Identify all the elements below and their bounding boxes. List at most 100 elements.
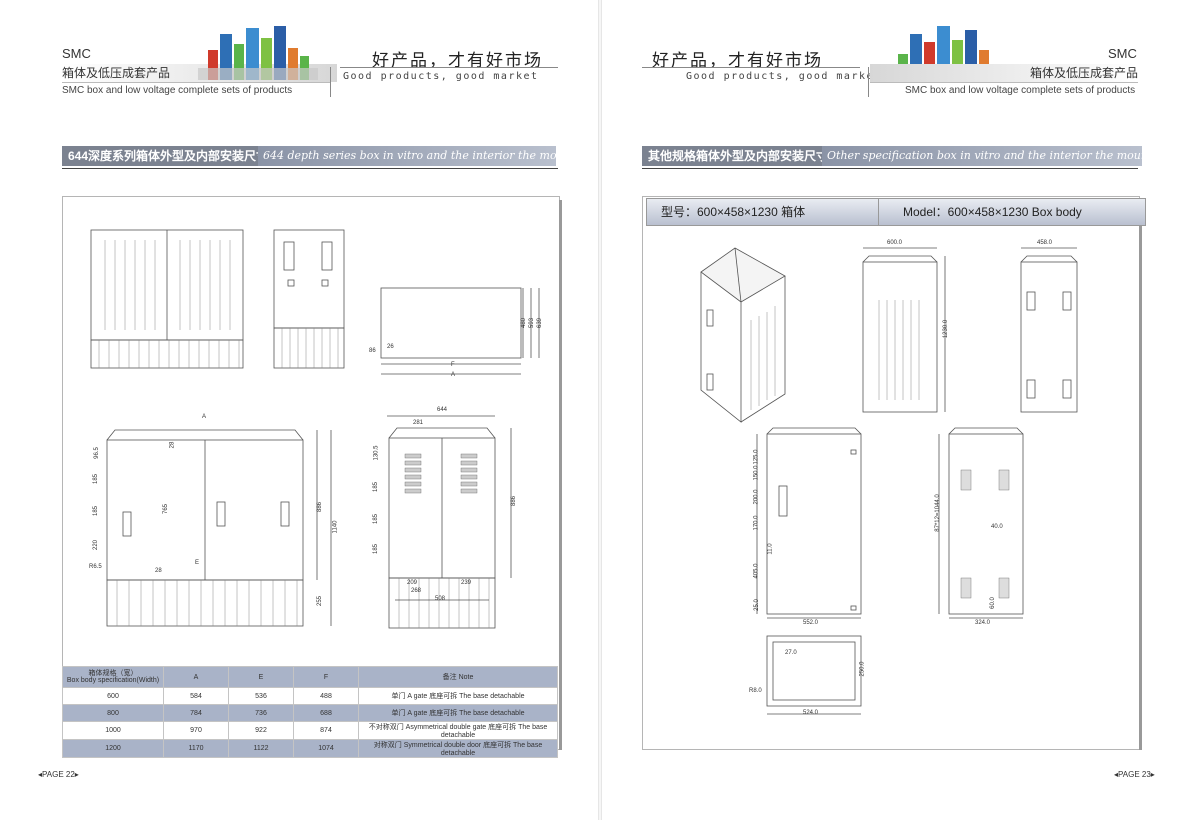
dim-324: 324.0 — [975, 620, 991, 626]
brand-subtitle-cn-right-text: 箱体及低压成套产品 — [1029, 66, 1138, 80]
brand-subtitle-en-right: SMC box and low voltage complete sets of… — [905, 85, 1136, 96]
city-logo-icon — [198, 26, 318, 80]
section-rule — [62, 168, 558, 169]
interior-front-right-drawing: 125.0 150.0 200.0 170.0 11.0 405.0 25.0 … — [745, 420, 875, 630]
dim-11: 11.0 — [767, 543, 774, 555]
dim-480: 480 — [521, 317, 528, 329]
dim-96-5: 96.5 — [93, 447, 100, 459]
table-cell: 单门 A gate 底座可拆 The base detachable — [358, 704, 558, 722]
table-cell: 970 — [163, 721, 229, 740]
section-rule-right — [642, 168, 1138, 169]
interior-side-right-drawing: 87*12=1044.0 40.0 60.0 324.0 — [925, 420, 1045, 630]
right-page: 好产品，才有好市场 Good products, good market SMC… — [600, 0, 1200, 820]
dim-255: 255 — [317, 595, 324, 607]
dim-508: 508 — [435, 596, 446, 602]
dim-185-e: 185 — [373, 543, 380, 555]
dim-87x12: 87*12=1044.0 — [934, 494, 941, 532]
page-number-right: ◂PAGE 23▸ — [1114, 770, 1155, 779]
table-cell: 874 — [293, 721, 359, 740]
slogan-cn-right: 好产品，才有好市场 — [652, 51, 823, 71]
dim-E: E — [195, 560, 200, 566]
dim-185-c: 185 — [373, 481, 380, 493]
spec-header-E: E — [228, 666, 294, 688]
dim-268: 268 — [411, 588, 422, 594]
dim-185-a: 185 — [93, 473, 100, 485]
bottom-plan-drawing: 27.0 250.0 R8.0 524.0 — [745, 630, 875, 725]
dim-1230: 1230.0 — [943, 319, 950, 339]
slogan-en-right: Good products, good market — [686, 71, 882, 82]
side-elevation-drawing — [273, 229, 345, 369]
spec-header-note: 备注 Note — [358, 666, 558, 688]
section-title-en: 644 depth series box in vitro and the in… — [258, 146, 659, 166]
spec-header-spec: 箱体规格（宽） Box body specification(Width) — [62, 666, 164, 688]
table-row: 1200 1170 1122 1074 对称双门 Symmetrical dou… — [62, 739, 558, 758]
dim-600: 600.0 — [887, 240, 903, 246]
table-cell: 1122 — [228, 739, 294, 758]
isometric-box-drawing — [700, 247, 786, 423]
spec-header-F: F — [293, 666, 359, 688]
interior-side-drawing: 644 281 130.5 185 185 185 886 209 239 26… — [365, 402, 540, 652]
slogan-en: Good products, good market — [343, 71, 539, 82]
dim-130-5: 130.5 — [373, 445, 380, 461]
table-cell: 1074 — [293, 739, 359, 758]
table-cell: 对称双门 Symmetrical double door 底座可拆 The ba… — [358, 739, 558, 758]
table-cell: 单门 A gate 底座可拆 The base detachable — [358, 687, 558, 705]
dim-170: 170.0 — [753, 515, 760, 531]
plan-view-drawing: F A 86 26 480 593 639 — [365, 278, 550, 388]
dim-458: 458.0 — [1037, 240, 1053, 246]
model-label-en: Model：600×458×1230 Box body — [878, 198, 1146, 226]
brand-subtitle-en: SMC box and low voltage complete sets of… — [62, 85, 293, 96]
dim-220: 220 — [93, 539, 100, 551]
slogan-cn: 好产品，才有好市场 — [372, 51, 543, 71]
header-rule-right — [870, 82, 1138, 83]
dim-1140: 1140 — [332, 520, 339, 534]
dim-524: 524.0 — [803, 710, 819, 716]
dim-644: 644 — [437, 407, 448, 413]
table-cell: 736 — [228, 704, 294, 722]
front-elevation-drawing — [90, 229, 244, 369]
table-row: 600 584 536 488 单门 A gate 底座可拆 The base … — [62, 687, 558, 705]
section-title-en-right: Other specification box in vitro and the… — [822, 146, 1200, 166]
table-cell: 1000 — [62, 721, 164, 740]
spec-table-header: 箱体规格（宽） Box body specification(Width) A … — [62, 666, 558, 688]
dim-F: F — [451, 362, 455, 368]
section-title-cn-right: 其他规格箱体外型及内部安装尺寸 — [642, 146, 835, 166]
dim-209: 209 — [407, 580, 418, 586]
frame-shadow — [559, 200, 562, 750]
dim-200: 200.0 — [753, 489, 760, 505]
table-cell: 800 — [62, 704, 164, 722]
page-number-left-text: PAGE 22 — [42, 770, 75, 779]
dim-405: 405.0 — [753, 563, 760, 579]
dim-886-b: 886 — [511, 495, 518, 507]
table-cell: 488 — [293, 687, 359, 705]
dim-28-b: 28 — [155, 568, 162, 574]
dim-185-d: 185 — [373, 513, 380, 525]
dim-A-top: A — [202, 414, 207, 420]
dim-639: 639 — [537, 317, 544, 329]
page-number-left: ◂PAGE 22▸ — [38, 770, 79, 779]
dim-125: 125.0 — [753, 449, 760, 465]
table-cell: 584 — [163, 687, 229, 705]
left-page: SMC 箱体及低压成套产品 SMC box and low voltage co… — [38, 26, 659, 779]
slogan-rule-right — [642, 67, 860, 68]
dim-27: 27.0 — [785, 650, 797, 656]
dim-R6-5: R6.5 — [89, 564, 102, 570]
table-cell: 688 — [293, 704, 359, 722]
table-cell: 600 — [62, 687, 164, 705]
interior-front-drawing: A 96.5 185 185 220 R6.5 28 28 E 765 886 … — [85, 412, 350, 652]
section-title-cn: 644深度系列箱体外型及内部安装尺寸 — [62, 146, 275, 166]
dim-185-b: 185 — [93, 505, 100, 517]
side-view-drawing: 458.0 — [1015, 240, 1085, 420]
dim-593: 593 — [529, 317, 536, 329]
spec-table: 箱体规格（宽） Box body specification(Width) A … — [62, 666, 558, 758]
header-rule — [62, 82, 330, 83]
page-gutter — [598, 0, 602, 820]
model-label-cn: 型号：600×458×1230 箱体 — [646, 198, 888, 226]
dim-25: 25.0 — [753, 599, 760, 611]
brand-subtitle-cn-right: 箱体及低压成套产品 — [870, 64, 1138, 82]
brand-smc: SMC — [62, 46, 91, 61]
dim-250-plan: 250.0 — [859, 661, 866, 677]
table-cell: 784 — [163, 704, 229, 722]
dim-86: 86 — [369, 348, 376, 354]
table-cell: 1170 — [163, 739, 229, 758]
